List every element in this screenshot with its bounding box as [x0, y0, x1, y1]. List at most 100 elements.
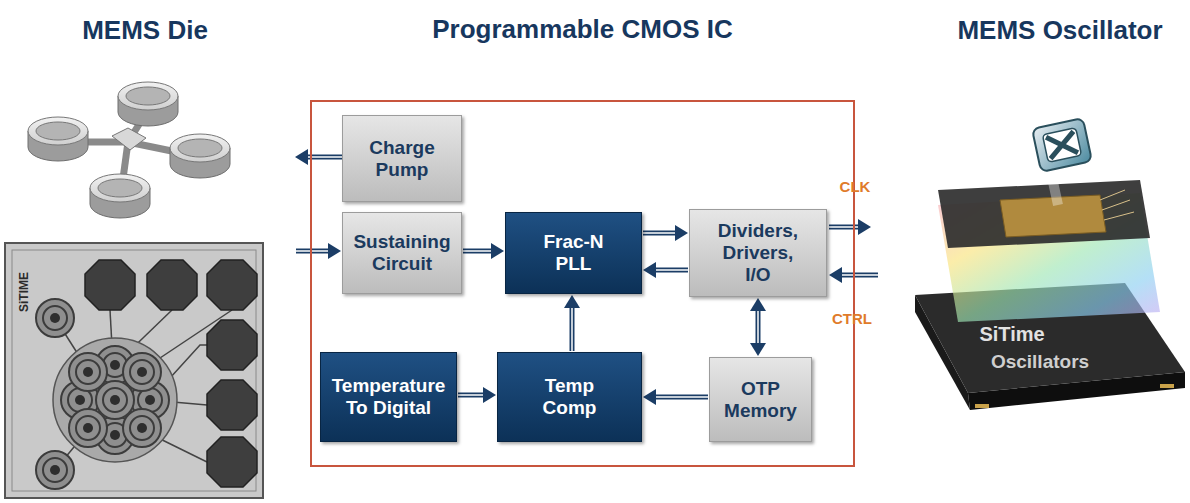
die-photo [5, 243, 263, 498]
die-photo-part [207, 320, 257, 370]
die-photo-part [12, 250, 256, 491]
block-label: Frac-N PLL [534, 231, 614, 275]
oscillator-package-part-part [1042, 128, 1081, 162]
arrowhead [643, 389, 656, 405]
die-photo-part [123, 409, 161, 447]
external-signal-arrows-part [296, 249, 329, 254]
oscillator-package-part [1032, 118, 1092, 172]
sustaining-circuit-box: Sustaining Circuit [342, 212, 462, 294]
die-photo-part [5, 243, 263, 498]
signal-name: CLK [840, 178, 871, 195]
oscillator-package [915, 118, 1185, 410]
arrowhead [750, 343, 766, 356]
oscillator-package-part-part [1046, 131, 1078, 158]
pll-box: Frac-N PLL [505, 212, 642, 294]
temp-comp-box: Temp Comp [497, 352, 642, 442]
arrowhead [750, 298, 766, 311]
ic-boundary: Programmable CMOS ICCharge PumpSustainin… [310, 100, 855, 467]
connector-arrow [463, 243, 504, 259]
connector-arrow [750, 298, 766, 356]
die-photo-part [207, 437, 257, 487]
connector-arrow [458, 387, 496, 403]
connector-arrow [643, 225, 688, 241]
mems-resonator-3d-part-part [36, 122, 80, 140]
mems-resonator-3d-part-part [28, 117, 88, 145]
oscillator-package-part-part [1032, 118, 1092, 172]
block-label: Temp Comp [543, 375, 597, 419]
die-photo-part [207, 260, 257, 310]
mems-resonator-3d-part [90, 174, 150, 218]
temp-to-digital-box: Temperature To Digital [320, 352, 457, 442]
die-photo-part [36, 299, 74, 337]
block-heading: Programmable CMOS IC [312, 14, 853, 45]
connector-line [458, 393, 484, 398]
connector-line [655, 396, 708, 398]
die-photo-part [123, 353, 161, 391]
oscillator-package-part-part [1100, 190, 1125, 200]
mems-resonator-3d-part-part [170, 134, 230, 162]
die-photo-part [69, 409, 107, 447]
charge-pump-box: Charge Pump [342, 115, 462, 202]
section-heading: MEMS Oscillator [957, 15, 1162, 46]
connector-line [458, 394, 484, 396]
block-label: OTP Memory [724, 378, 797, 422]
connector-line [643, 231, 676, 236]
otp-memory-box: OTP Memory [709, 357, 812, 442]
external-signal-arrows-part [858, 219, 871, 235]
package-marking: SiTime [979, 323, 1044, 346]
block-label: Dividers, Drivers, I/O [718, 220, 798, 286]
mems-resonator-3d [28, 82, 230, 218]
block-label: Sustaining Circuit [353, 231, 450, 275]
package-marking: Oscillators [991, 351, 1089, 373]
die-photo-part [85, 260, 135, 310]
connector-line [643, 232, 676, 234]
mems-resonator-3d-part-part [118, 82, 178, 110]
mems-resonator-3d-part [112, 128, 146, 150]
die-photo-part [55, 310, 232, 470]
die-photo-part [147, 260, 197, 310]
die-photo-part [69, 353, 107, 391]
dividers-box: Dividers, Drivers, I/O [689, 209, 827, 297]
signal-name: CTRL [832, 310, 872, 327]
block-label: Charge Pump [369, 137, 434, 181]
die-marking: SiTIME [17, 272, 31, 312]
connector-line [570, 307, 575, 351]
arrowhead [675, 225, 688, 241]
arrowhead [491, 243, 504, 259]
oscillator-package-part-part [1102, 200, 1130, 210]
oscillator-package-part-part [1104, 212, 1134, 220]
mems-resonator-3d-part [28, 117, 88, 161]
die-photo-part [36, 451, 74, 489]
external-signal-arrows-part [307, 155, 342, 160]
oscillator-package-part [1100, 190, 1134, 220]
connector-line [655, 269, 688, 271]
mems-resonator-3d-part-part [126, 87, 170, 105]
external-signal-arrows-part [829, 267, 842, 283]
connector-arrow [564, 295, 580, 351]
external-signal-arrows-part [842, 273, 878, 278]
die-photo-part [53, 338, 177, 462]
external-signal-arrows-part [295, 149, 308, 165]
external-signal-arrows-part [328, 243, 341, 259]
connector-line [756, 310, 761, 344]
connector-line [571, 307, 573, 351]
section-heading: MEMS Die [82, 15, 208, 46]
connector-line [655, 268, 688, 273]
connector-line [463, 249, 492, 254]
connector-line [757, 310, 759, 344]
connector-arrow [643, 262, 688, 278]
die-photo-part [207, 380, 257, 430]
arrowhead [643, 262, 656, 278]
oscillator-package-part [975, 404, 989, 408]
external-signal-arrows-part [296, 250, 329, 252]
arrowhead [564, 295, 580, 308]
mems-resonator-3d-part-part [90, 174, 150, 202]
mems-resonator-3d-part-part [98, 179, 142, 197]
mems-resonator-3d-part [118, 82, 178, 126]
die-photo-part [96, 381, 134, 419]
connector-line [463, 250, 492, 252]
external-signal-arrows-part [307, 156, 342, 158]
external-signal-arrows-part [842, 274, 878, 276]
connector-line [655, 395, 708, 400]
block-label: Temperature To Digital [332, 375, 446, 419]
